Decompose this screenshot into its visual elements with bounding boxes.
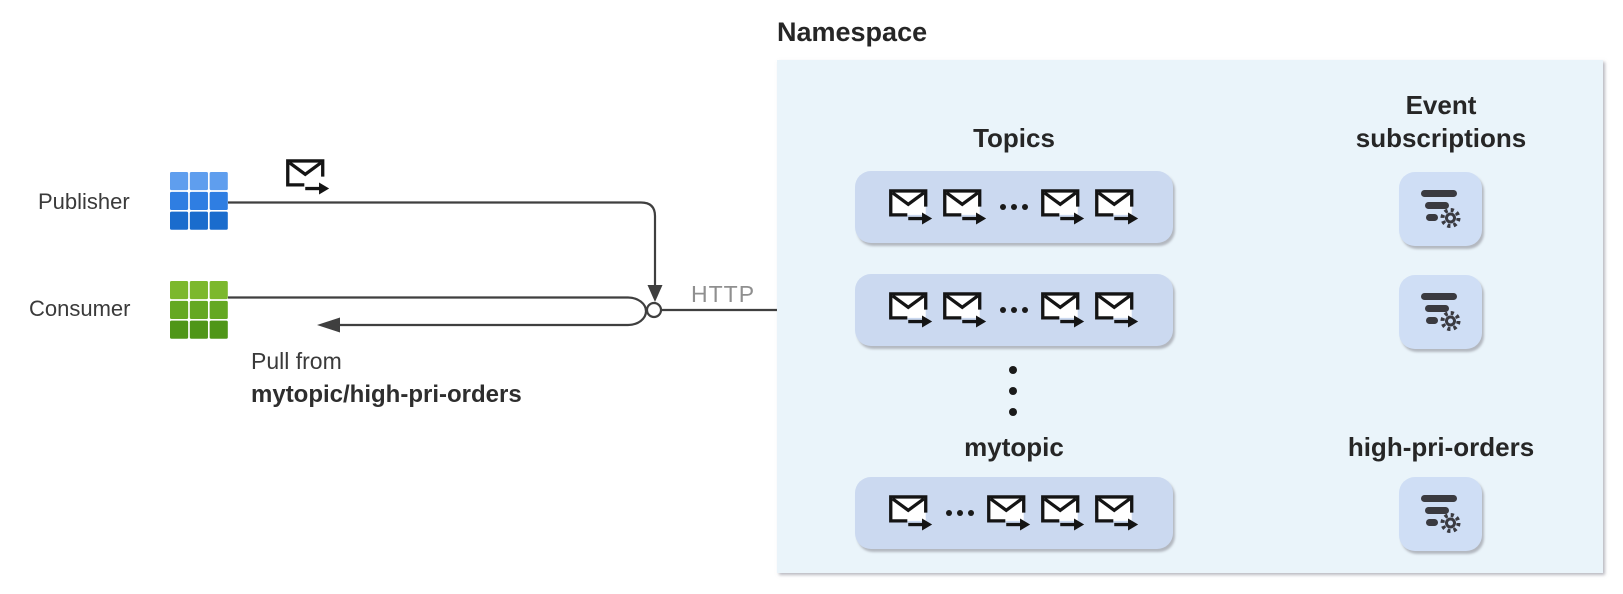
message-event-icon — [889, 291, 933, 328]
message-event-icon — [286, 159, 330, 195]
http-endpoint-circle — [645, 301, 663, 319]
event-subscription-filter-gear-icon — [1420, 293, 1460, 331]
ellipsis-dot — [1009, 408, 1017, 416]
pull-note-line1: Pull from — [251, 348, 342, 374]
mytopic-label: mytopic — [964, 432, 1064, 462]
message-event-icon — [1041, 188, 1085, 225]
ellipsis-dot — [1009, 387, 1017, 395]
ellipsis-more-events — [1000, 204, 1028, 210]
http-label: HTTP — [691, 281, 756, 307]
message-event-icon — [889, 494, 933, 531]
left-arrowhead-icon — [317, 317, 340, 333]
message-event-icon — [1041, 494, 1085, 531]
message-event-icon — [1095, 188, 1139, 225]
message-event-icon — [943, 291, 987, 328]
pull-note: Pull from mytopic/high-pri-orders — [251, 344, 522, 412]
event-subscriptions-heading-line1: Event — [1405, 90, 1477, 120]
publisher-label: Publisher — [38, 189, 130, 214]
message-event-icon — [987, 494, 1031, 531]
message-event-icon — [1095, 291, 1139, 328]
high-pri-orders-label: high-pri-orders — [1347, 432, 1535, 462]
pull-note-topic-path: mytopic/high-pri-orders — [251, 381, 522, 408]
ellipsis-dot — [1009, 366, 1017, 374]
message-event-icon — [889, 188, 933, 225]
publisher-app-grid-icon — [170, 172, 228, 235]
more-topics-ellipsis — [1009, 366, 1017, 416]
event-subscriptions-heading: Event subscriptions — [1331, 89, 1551, 155]
consumer-label: Consumer — [29, 296, 131, 321]
ellipsis-more-events — [946, 510, 974, 516]
topics-heading: Topics — [973, 123, 1055, 153]
consumer-app-grid-icon — [170, 281, 228, 344]
event-subscription-box — [1399, 275, 1482, 349]
event-subscription-box — [1399, 477, 1482, 551]
event-subscription-filter-gear-icon — [1420, 190, 1460, 228]
ellipsis-more-events — [1000, 307, 1028, 313]
event-message-icon — [285, 158, 331, 202]
topic-row — [855, 171, 1173, 243]
event-subscription-box — [1399, 172, 1482, 246]
message-event-icon — [1095, 494, 1139, 531]
event-subscriptions-heading-line2: subscriptions — [1355, 123, 1527, 153]
down-arrowhead-icon — [647, 285, 663, 302]
publisher-to-endpoint-line — [228, 201, 657, 285]
message-event-icon — [943, 188, 987, 225]
topic-row — [855, 274, 1173, 346]
pull-return-line — [228, 296, 648, 327]
message-event-icon — [1041, 291, 1085, 328]
event-subscription-filter-gear-icon — [1420, 495, 1460, 533]
topic-row — [855, 477, 1173, 549]
namespace-title: Namespace — [777, 17, 928, 47]
